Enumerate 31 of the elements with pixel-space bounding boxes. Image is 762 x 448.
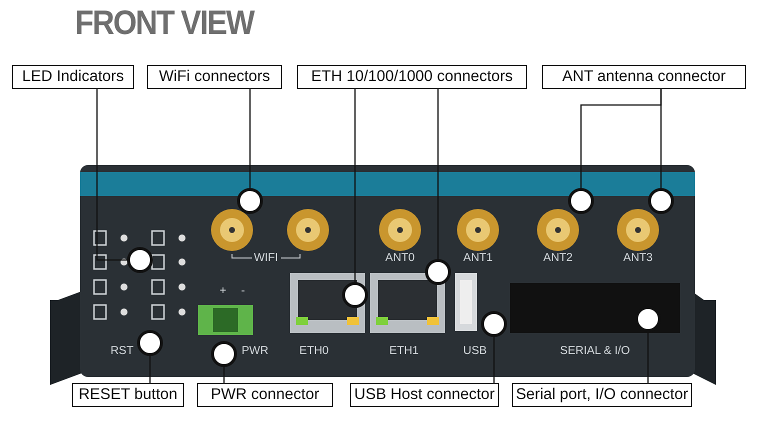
- port-label: ETH1: [389, 345, 419, 357]
- callout-label: ETH 10/100/1000 connectors: [297, 65, 527, 89]
- port-label: RST: [110, 345, 134, 357]
- view-title: FRONT VIEW: [75, 4, 254, 43]
- leader-line: [437, 89, 439, 259]
- port-label: WIFI: [254, 252, 278, 264]
- callout-label: USB Host connector: [350, 383, 499, 407]
- leader-line: [249, 89, 251, 188]
- port-label: PWR: [242, 345, 268, 357]
- callout-label: LED Indicators: [12, 65, 134, 89]
- port-label: -: [241, 285, 245, 297]
- port-label: ANT2: [543, 252, 573, 264]
- callout-label: Serial port, I/O connector: [512, 383, 692, 407]
- leader-line: [493, 337, 495, 383]
- leader-line: [647, 332, 649, 383]
- leader-line: [96, 89, 127, 261]
- callout-label: WiFi connectors: [147, 65, 282, 89]
- leader-line: [223, 367, 225, 383]
- leader-line: [660, 89, 662, 188]
- port-label: ANT3: [623, 252, 653, 264]
- callout-label: PWR connector: [197, 383, 333, 407]
- port-label: USB: [463, 345, 487, 357]
- port-label: ANT1: [463, 252, 493, 264]
- port-label: SERIAL & I/O: [560, 345, 630, 357]
- callout-label: RESET button: [72, 383, 184, 407]
- port-label: +: [220, 285, 226, 297]
- leader-line: [354, 89, 356, 282]
- leader-line: [149, 356, 151, 383]
- port-label: ETH0: [299, 345, 329, 357]
- callout-label: ANT antenna connector: [542, 65, 746, 89]
- port-label: ANT0: [385, 252, 415, 264]
